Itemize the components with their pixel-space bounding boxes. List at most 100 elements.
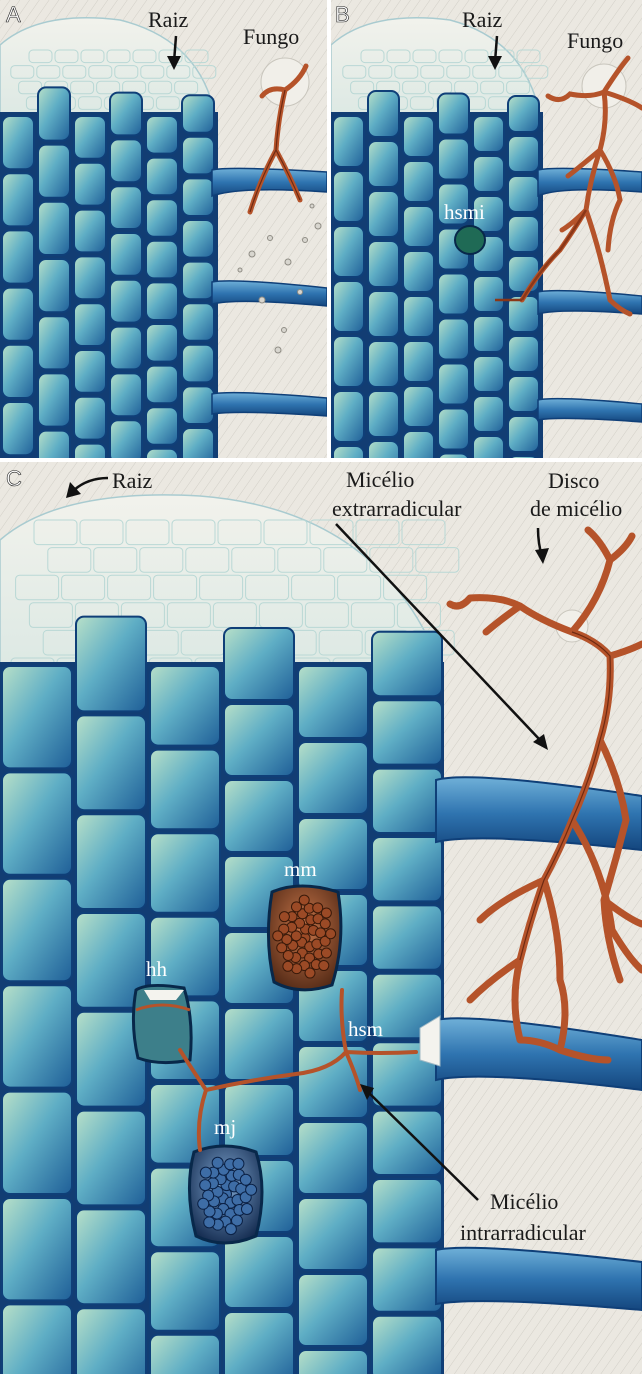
panel-c-mj-label: mj bbox=[214, 1115, 236, 1139]
root-cell bbox=[74, 303, 106, 346]
root-cell bbox=[438, 274, 469, 315]
root-cell bbox=[2, 402, 34, 455]
root-cell bbox=[224, 1312, 294, 1374]
vesicle-dot bbox=[299, 895, 309, 905]
root-cell bbox=[74, 256, 106, 299]
root-cell bbox=[473, 116, 504, 152]
root-cell bbox=[2, 1198, 72, 1300]
root-cell bbox=[74, 210, 106, 253]
root-cell bbox=[182, 262, 214, 300]
root-cell bbox=[146, 158, 178, 196]
root-cell bbox=[150, 1251, 220, 1331]
root-cell bbox=[110, 420, 142, 463]
root-cell bbox=[2, 1304, 72, 1374]
root-cell bbox=[368, 241, 399, 287]
root-cell bbox=[76, 814, 146, 909]
panel-c: C Raiz Micélio extrarradicular Disco de … bbox=[0, 462, 642, 1374]
root-cell bbox=[298, 1198, 368, 1270]
root-cell bbox=[403, 116, 434, 157]
root-cell bbox=[368, 91, 399, 137]
root-cell bbox=[150, 833, 220, 913]
root-cell bbox=[76, 1209, 146, 1304]
vesicle-dot bbox=[277, 943, 287, 953]
root-cell bbox=[146, 116, 178, 154]
root-cell bbox=[76, 715, 146, 810]
vesicle-dot bbox=[326, 929, 336, 939]
vesicle-dot bbox=[273, 931, 283, 941]
root-cell bbox=[224, 780, 294, 852]
root-cell bbox=[182, 178, 214, 216]
root-cell bbox=[372, 769, 442, 833]
vesicle-dot bbox=[204, 1217, 215, 1228]
root-cell bbox=[372, 1316, 442, 1374]
vesicle-dot bbox=[212, 1157, 223, 1168]
panel-c-letter: C bbox=[6, 466, 22, 491]
root-cell bbox=[110, 327, 142, 370]
root-cell bbox=[372, 1179, 442, 1243]
root-cell bbox=[146, 282, 178, 320]
root-cell bbox=[438, 409, 469, 450]
root-cell bbox=[74, 350, 106, 393]
vesicle-dot bbox=[246, 1184, 257, 1195]
root-cell bbox=[298, 1350, 368, 1374]
vesicle-dot bbox=[283, 961, 293, 971]
root-cell bbox=[372, 1247, 442, 1311]
panel-c-intraradical-label-line2: intrarradicular bbox=[460, 1220, 586, 1245]
root-cell bbox=[38, 87, 70, 140]
root-cell bbox=[508, 416, 539, 452]
root-cell bbox=[224, 1008, 294, 1080]
root-cell bbox=[473, 276, 504, 312]
panel-c-hh-label: hh bbox=[146, 957, 168, 981]
root-cell bbox=[146, 199, 178, 237]
panel-c-disc-label-line1: Disco bbox=[548, 468, 599, 493]
root-cell bbox=[333, 391, 364, 442]
panel-c-extraradical-label-line1: Micélio bbox=[346, 467, 414, 492]
vesicle-dot bbox=[200, 1180, 211, 1191]
vesicle-dot bbox=[225, 1224, 236, 1235]
root-cell bbox=[150, 666, 220, 746]
root-cell bbox=[182, 95, 214, 133]
root-cell bbox=[2, 173, 34, 226]
root-cell bbox=[224, 704, 294, 776]
root-cell bbox=[110, 373, 142, 416]
root-cell bbox=[182, 220, 214, 258]
panel-b-root-label: Raiz bbox=[462, 7, 503, 32]
panel-a-letter: A bbox=[6, 2, 21, 27]
root-cell bbox=[2, 985, 72, 1087]
root-cell bbox=[2, 772, 72, 874]
panel-b-hsmi-label: hsmi bbox=[444, 200, 485, 224]
root-cell bbox=[2, 666, 72, 768]
root-cell bbox=[438, 139, 469, 180]
root-cell bbox=[403, 386, 434, 427]
root-cell bbox=[372, 700, 442, 764]
root-cell bbox=[110, 280, 142, 323]
root-cell bbox=[76, 1308, 146, 1374]
root-cell bbox=[38, 145, 70, 198]
panel-a: A Raiz Fungo bbox=[0, 0, 327, 512]
panel-b-hsmi-cell bbox=[455, 226, 485, 254]
root-cell bbox=[224, 1236, 294, 1308]
root-cell bbox=[333, 281, 364, 332]
panel-c-root-label: Raiz bbox=[112, 468, 153, 493]
panel-c-hsm-label: hsm bbox=[348, 1017, 383, 1041]
root-cell bbox=[146, 407, 178, 445]
root-cell bbox=[333, 171, 364, 222]
root-cell bbox=[110, 93, 142, 136]
root-cell bbox=[76, 1111, 146, 1206]
root-cell bbox=[150, 1335, 220, 1374]
root-cell bbox=[508, 176, 539, 212]
root-cell bbox=[473, 156, 504, 192]
root-cell bbox=[38, 373, 70, 426]
root-cell bbox=[403, 161, 434, 202]
vesicle-dot bbox=[198, 1198, 209, 1209]
root-cell bbox=[182, 386, 214, 424]
root-cell bbox=[508, 136, 539, 172]
vesicle-dot bbox=[241, 1204, 252, 1215]
panel-b: B Raiz Fungo hsmi bbox=[331, 0, 642, 497]
vesicle-dot bbox=[319, 961, 329, 971]
root-cell bbox=[438, 364, 469, 405]
root-cell bbox=[438, 94, 469, 135]
root-cell bbox=[2, 879, 72, 981]
root-cell bbox=[2, 230, 34, 283]
root-cell bbox=[403, 206, 434, 247]
